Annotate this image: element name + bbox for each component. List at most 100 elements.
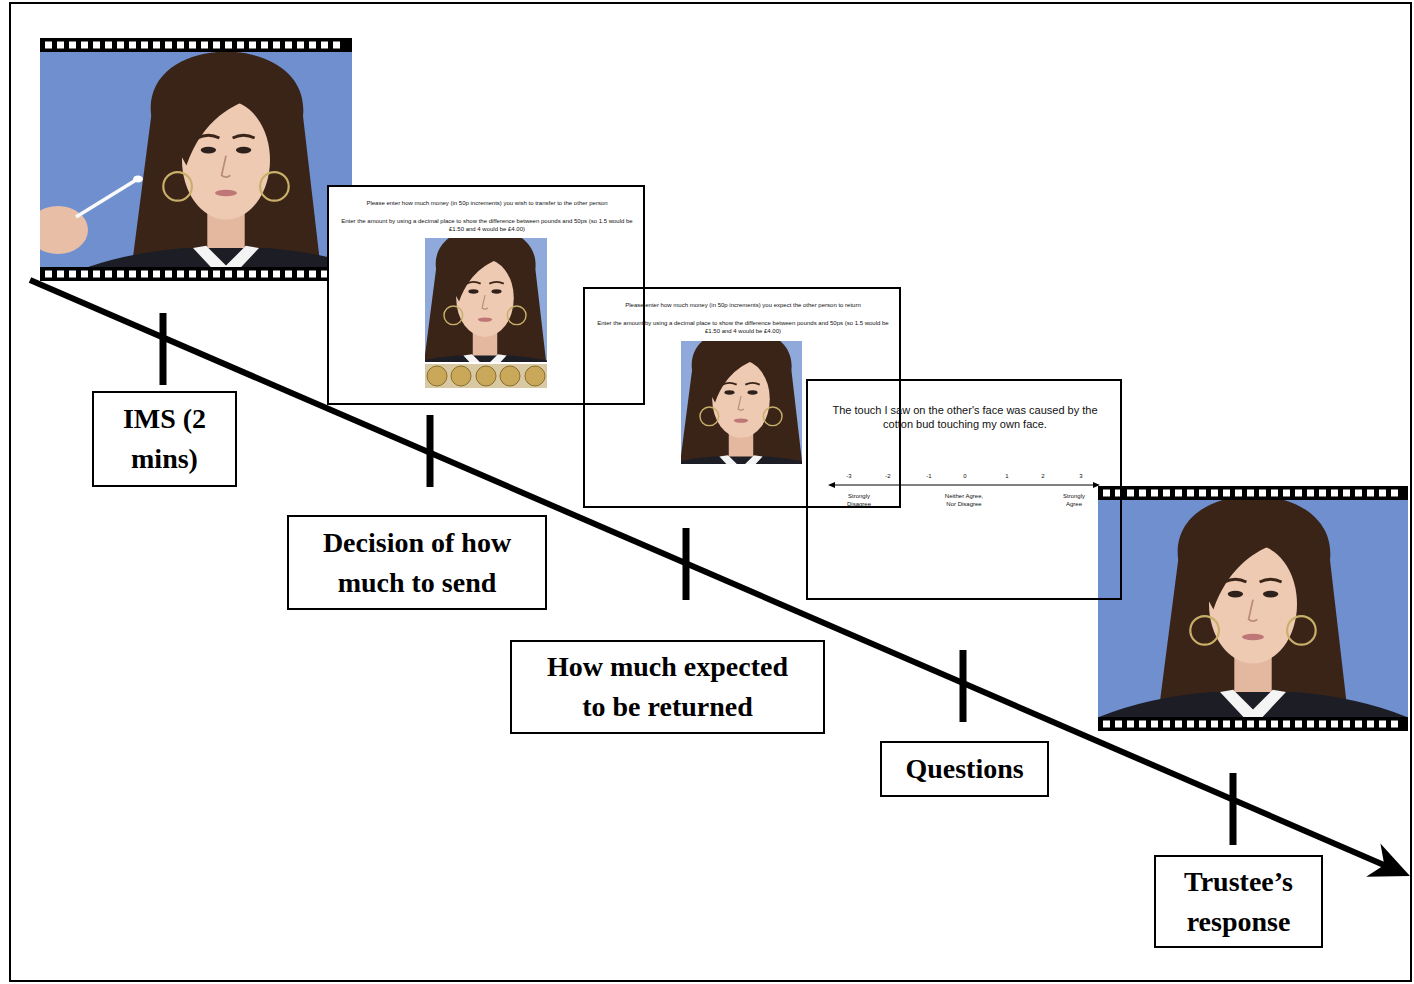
- film-hole: [225, 42, 232, 49]
- brow: [489, 282, 503, 284]
- earring: [700, 407, 719, 426]
- film-hole: [1343, 490, 1350, 497]
- hair-back: [1156, 500, 1350, 717]
- screen-text: Strongly Agree: [1057, 492, 1091, 508]
- film-hole: [1367, 721, 1374, 728]
- face-photo: [425, 238, 547, 362]
- film-hole: [297, 42, 304, 49]
- screen-text: -2: [879, 472, 897, 480]
- film-hole: [1199, 490, 1206, 497]
- film-hole: [261, 271, 268, 278]
- coin: [500, 366, 520, 386]
- film-strip: [40, 267, 352, 281]
- brow: [745, 383, 759, 385]
- jacket: [681, 457, 802, 464]
- film-hole: [57, 42, 64, 49]
- mouth: [215, 190, 237, 197]
- cotton-bud: [76, 180, 136, 217]
- screen-ground: [806, 379, 1122, 600]
- nose: [1249, 600, 1258, 621]
- film-hole: [1283, 490, 1290, 497]
- screen-text: Enter the amount by using a decimal plac…: [334, 217, 640, 233]
- film-hole: [69, 271, 76, 278]
- screen-text: 1: [998, 472, 1016, 480]
- screen-panel: Please enter how much money (in 50p incr…: [583, 287, 901, 508]
- film-hole: [1319, 490, 1326, 497]
- film-hole: [1343, 721, 1350, 728]
- earring: [260, 172, 289, 201]
- nose: [222, 156, 231, 177]
- film-hole: [177, 271, 184, 278]
- film-hole: [1187, 721, 1194, 728]
- film-hole: [153, 42, 160, 49]
- film-hole: [1379, 721, 1386, 728]
- screen-text: -1: [920, 472, 938, 480]
- eye: [1263, 591, 1278, 598]
- scale-head: [828, 482, 835, 488]
- film-hole: [1367, 490, 1374, 497]
- film-hole: [93, 271, 100, 278]
- hair-fringe: [1205, 534, 1286, 609]
- film-hole: [93, 42, 100, 49]
- film-hole: [129, 271, 136, 278]
- film-hole: [1127, 721, 1134, 728]
- earring: [163, 172, 192, 201]
- film-strip: [40, 38, 352, 52]
- earring: [763, 407, 782, 426]
- film-hole: [1175, 490, 1182, 497]
- coin: [451, 366, 471, 386]
- film-hole: [1139, 721, 1146, 728]
- nose: [738, 396, 744, 410]
- film-hole: [1331, 721, 1338, 728]
- cotton-tip: [133, 176, 143, 183]
- rating-scale: [832, 485, 1096, 486]
- film-hole: [1127, 490, 1134, 497]
- film-hole: [1355, 490, 1362, 497]
- eye: [236, 147, 251, 154]
- film-hole: [225, 271, 232, 278]
- timeline-arrow: [30, 280, 1386, 866]
- eye: [491, 289, 501, 293]
- eye: [747, 390, 757, 394]
- film-hole: [321, 42, 328, 49]
- film-hole: [105, 271, 112, 278]
- film-hole: [1391, 721, 1398, 728]
- step-box: How much expected to be returned: [510, 640, 825, 734]
- film-hole: [309, 42, 316, 49]
- film-hole: [1271, 490, 1278, 497]
- film-hole: [1103, 721, 1110, 728]
- film-hole: [1331, 490, 1338, 497]
- hair-fringe: [709, 353, 762, 402]
- collar: [193, 246, 259, 267]
- eye: [1228, 591, 1243, 598]
- film-hole: [189, 271, 196, 278]
- brow: [1224, 579, 1246, 582]
- screen-text: 2: [1034, 472, 1052, 480]
- brow: [466, 282, 480, 284]
- step-label: Decision of how much to send: [309, 523, 525, 603]
- eye: [468, 289, 478, 293]
- coin: [476, 366, 496, 386]
- film-hole: [1355, 721, 1362, 728]
- screen-text: 0: [956, 472, 974, 480]
- timeline-tick: [683, 528, 690, 600]
- film-hole: [285, 42, 292, 49]
- step-label: How much expected to be returned: [542, 647, 793, 727]
- film-hole: [201, 271, 208, 278]
- film-hole: [1247, 490, 1254, 497]
- face: [1098, 500, 1408, 717]
- film-hole: [1379, 490, 1386, 497]
- eye: [724, 390, 734, 394]
- step-box: Questions: [880, 741, 1049, 797]
- film-hole: [1295, 490, 1302, 497]
- coin-strip: [425, 364, 547, 388]
- earring: [1190, 616, 1219, 645]
- film-hole: [237, 271, 244, 278]
- film-hole: [117, 271, 124, 278]
- film-hole: [69, 42, 76, 49]
- collar: [719, 455, 762, 464]
- face-photo: [1098, 500, 1408, 717]
- collar: [463, 354, 506, 362]
- film-hole: [1295, 721, 1302, 728]
- screen-text: -3: [840, 472, 858, 480]
